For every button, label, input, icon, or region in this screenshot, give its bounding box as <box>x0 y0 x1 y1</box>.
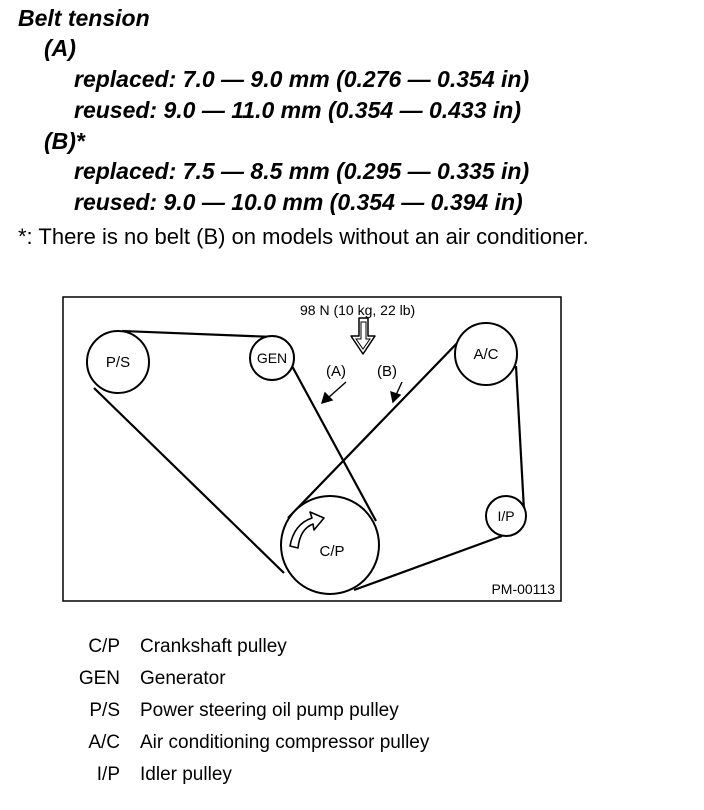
force-arrow-icon <box>350 317 376 355</box>
belt-a-diagram-label: (A) <box>326 363 346 380</box>
belt-a <box>93 329 377 574</box>
ip-label: I/P <box>497 508 514 524</box>
ps-label: P/S <box>106 354 130 371</box>
legend-desc: Generator <box>140 668 226 689</box>
legend-desc: Power steering oil pump pulley <box>140 700 399 721</box>
belt-b <box>287 337 526 592</box>
belt-a-label: (A) <box>44 35 76 61</box>
legend-abbr: C/P <box>88 636 120 657</box>
ip-pulley <box>485 495 527 537</box>
belt-b-diagram-label: (B) <box>377 363 397 380</box>
legend-desc: Idler pulley <box>140 764 232 785</box>
legend-abbr: A/C <box>88 732 120 753</box>
legend-desc: Crankshaft pulley <box>140 636 287 657</box>
belt-b-label: (B)* <box>44 128 85 154</box>
legend-abbr: GEN <box>78 668 120 689</box>
legend-abbr: I/P <box>96 764 120 785</box>
belt-leader-arrows <box>320 381 403 405</box>
belt-a-reused-spec: reused: 9.0 — 11.0 mm (0.354 — 0.433 in) <box>74 97 522 123</box>
ac-label: A/C <box>473 346 498 363</box>
belt-routing-diagram: 98 N (10 kg, 22 lb) (A) (B) P/S GEN A/C … <box>62 296 562 602</box>
gen-label: GEN <box>257 350 287 366</box>
ps-pulley <box>86 330 150 394</box>
spec-title: Belt tension <box>18 5 150 31</box>
belt-b-reused-spec: reused: 9.0 — 10.0 mm (0.354 — 0.394 in) <box>74 189 523 215</box>
legend-desc: Air conditioning compressor pulley <box>140 732 430 753</box>
legend-abbr: P/S <box>89 700 120 721</box>
force-label: 98 N (10 kg, 22 lb) <box>300 302 415 318</box>
belt-a-replaced-spec: replaced: 7.0 — 9.0 mm (0.276 — 0.354 in… <box>74 66 530 92</box>
cp-label: C/P <box>319 543 344 560</box>
belt-b-replaced-spec: replaced: 7.5 — 8.5 mm (0.295 — 0.335 in… <box>74 158 530 184</box>
rotation-arrow-icon <box>289 511 325 549</box>
figure-id: PM-00113 <box>491 581 555 597</box>
ac-pulley <box>454 322 518 386</box>
ac-footnote: *: There is no belt (B) on models withou… <box>18 224 589 249</box>
gen-pulley <box>249 335 295 381</box>
